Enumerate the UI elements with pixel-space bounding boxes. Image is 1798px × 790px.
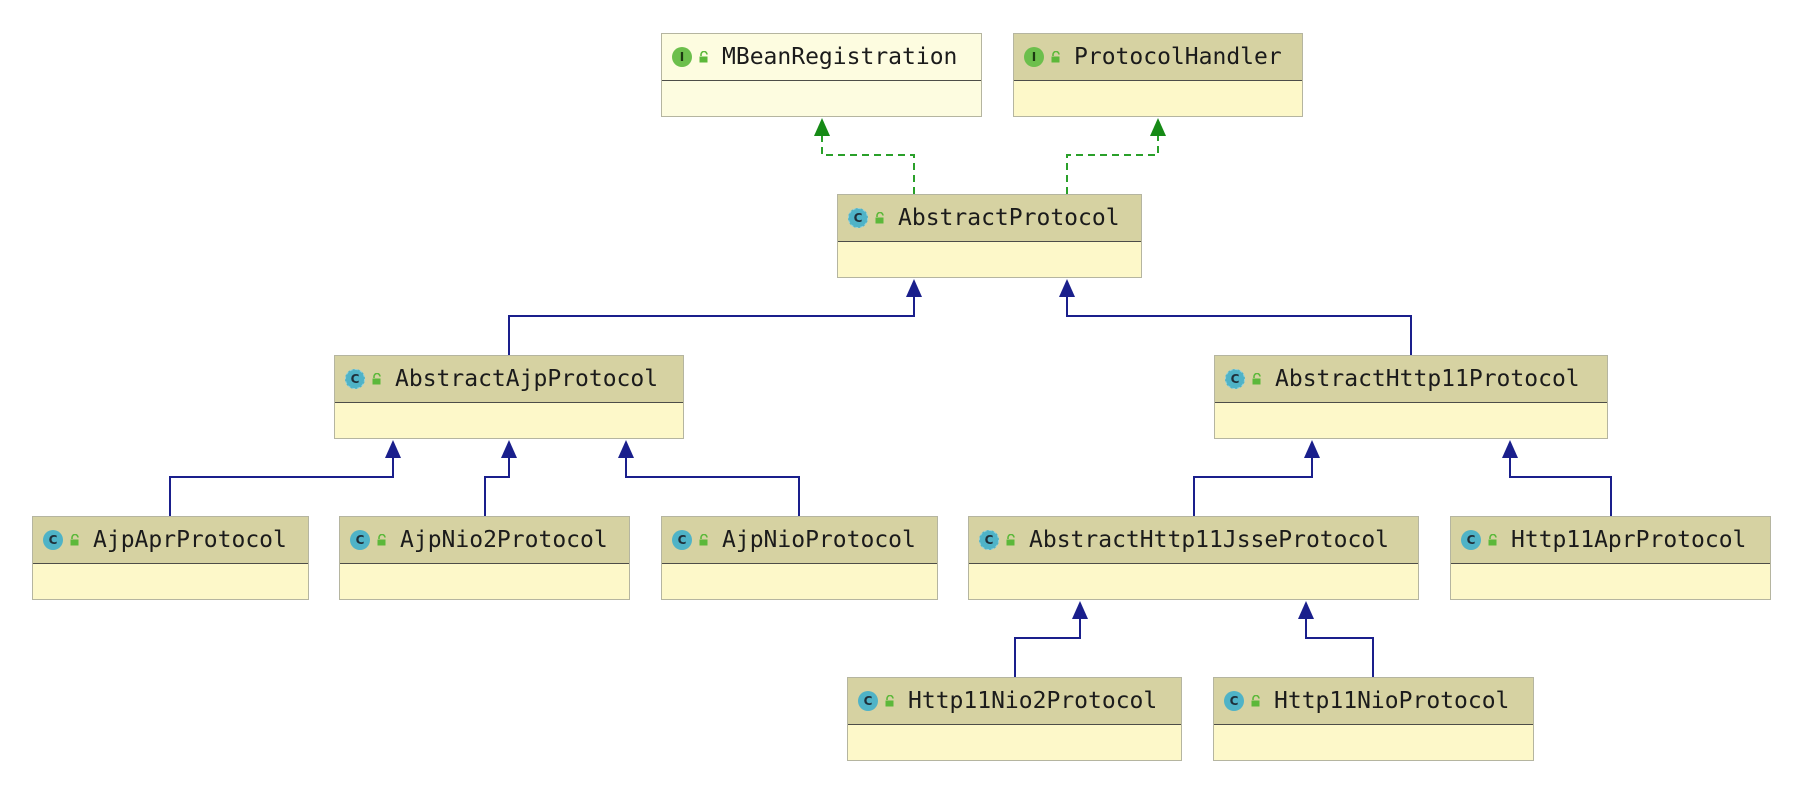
class-c-icon: C <box>345 369 365 389</box>
class-c-icon: C <box>1461 530 1481 550</box>
arrowhead-abstracthttp11jsseprotocol-to-abstracthttp11protocol <box>1304 440 1320 458</box>
arrowhead-abstractajpprotocol-to-abstractprotocol <box>906 279 922 297</box>
node-label: MBeanRegistration <box>722 44 958 70</box>
class-c-icon: C <box>43 530 63 550</box>
class-c-icon: C <box>979 530 999 550</box>
arrowhead-http11nio2protocol-to-abstracthttp11jsseprotocol <box>1072 601 1088 619</box>
edge-http11nio2protocol-to-abstracthttp11jsseprotocol <box>1014 619 1081 677</box>
node-label: Http11AprProtocol <box>1511 527 1747 553</box>
node-label: AbstractProtocol <box>898 205 1120 231</box>
public-access-icon <box>1251 695 1260 707</box>
node-body <box>1451 564 1770 599</box>
arrowhead-ajpnioprotocol-to-abstractajpprotocol <box>618 440 634 458</box>
node-header: C Http11AprProtocol <box>1451 517 1770 564</box>
edge-ajpaprprotocol-to-abstractajpprotocol <box>169 458 394 516</box>
public-access-icon <box>377 534 386 546</box>
node-body <box>335 403 683 438</box>
node-body <box>33 564 308 599</box>
node-abstractprotocol[interactable]: C AbstractProtocol <box>837 194 1142 278</box>
node-body <box>838 242 1141 277</box>
node-label: ProtocolHandler <box>1074 44 1282 70</box>
node-header: C AbstractHttp11JsseProtocol <box>969 517 1418 564</box>
node-body <box>1014 81 1302 116</box>
arrowhead-ajpaprprotocol-to-abstractajpprotocol <box>385 440 401 458</box>
edge-abstractprotocol-to-protocolhandler <box>1066 136 1159 194</box>
node-body <box>1215 403 1607 438</box>
public-access-icon <box>1051 51 1060 63</box>
arrowhead-abstracthttp11protocol-to-abstractprotocol <box>1059 279 1075 297</box>
node-body <box>340 564 629 599</box>
interface-i-icon: I <box>1024 47 1044 67</box>
node-label: AbstractAjpProtocol <box>395 366 659 392</box>
public-access-icon <box>372 373 381 385</box>
node-header: C AjpNioProtocol <box>662 517 937 564</box>
node-label: AjpNioProtocol <box>722 527 916 553</box>
node-body <box>848 725 1181 760</box>
public-access-icon <box>699 51 708 63</box>
node-body <box>1214 725 1533 760</box>
node-label: AjpNio2Protocol <box>400 527 608 553</box>
node-header: C AjpAprProtocol <box>33 517 308 564</box>
node-ajpnio2protocol[interactable]: C AjpNio2Protocol <box>339 516 630 600</box>
node-protocolhandler[interactable]: I ProtocolHandler <box>1013 33 1303 117</box>
node-http11aprprotocol[interactable]: C Http11AprProtocol <box>1450 516 1771 600</box>
arrowhead-http11aprprotocol-to-abstracthttp11protocol <box>1502 440 1518 458</box>
node-header: C Http11NioProtocol <box>1214 678 1533 725</box>
edge-abstracthttp11jsseprotocol-to-abstracthttp11protocol <box>1193 458 1313 516</box>
node-label: AbstractHttp11Protocol <box>1275 366 1580 392</box>
class-c-icon: C <box>1225 369 1245 389</box>
public-access-icon <box>1006 534 1015 546</box>
arrowhead-abstractprotocol-to-mbeanregistration <box>814 118 830 136</box>
node-ajpnioprotocol[interactable]: C AjpNioProtocol <box>661 516 938 600</box>
node-header: I ProtocolHandler <box>1014 34 1302 81</box>
edge-ajpnio2protocol-to-abstractajpprotocol <box>484 458 510 516</box>
public-access-icon <box>885 695 894 707</box>
node-abstracthttp11jsseprotocol[interactable]: C AbstractHttp11JsseProtocol <box>968 516 1419 600</box>
node-label: Http11Nio2Protocol <box>908 688 1158 714</box>
edge-ajpnioprotocol-to-abstractajpprotocol <box>625 458 800 516</box>
node-mbeanregistration[interactable]: I MBeanRegistration <box>661 33 982 117</box>
node-header: C AjpNio2Protocol <box>340 517 629 564</box>
public-access-icon <box>875 212 884 224</box>
public-access-icon <box>70 534 79 546</box>
edge-abstractajpprotocol-to-abstractprotocol <box>508 297 915 355</box>
arrowhead-http11nioprotocol-to-abstracthttp11jsseprotocol <box>1298 601 1314 619</box>
node-label: AbstractHttp11JsseProtocol <box>1029 527 1390 553</box>
interface-i-icon: I <box>672 47 692 67</box>
node-body <box>969 564 1418 599</box>
node-body <box>662 564 937 599</box>
edge-abstractprotocol-to-mbeanregistration <box>821 136 915 194</box>
class-c-icon: C <box>858 691 878 711</box>
public-access-icon <box>1252 373 1261 385</box>
node-header: C AbstractAjpProtocol <box>335 356 683 403</box>
node-label: AjpAprProtocol <box>93 527 287 553</box>
edge-http11nioprotocol-to-abstracthttp11jsseprotocol <box>1305 619 1374 677</box>
node-http11nio2protocol[interactable]: C Http11Nio2Protocol <box>847 677 1182 761</box>
node-abstractajpprotocol[interactable]: C AbstractAjpProtocol <box>334 355 684 439</box>
class-c-icon: C <box>848 208 868 228</box>
node-header: C AbstractProtocol <box>838 195 1141 242</box>
class-c-icon: C <box>1224 691 1244 711</box>
class-c-icon: C <box>350 530 370 550</box>
arrowhead-ajpnio2protocol-to-abstractajpprotocol <box>501 440 517 458</box>
node-header: C Http11Nio2Protocol <box>848 678 1181 725</box>
node-label: Http11NioProtocol <box>1274 688 1510 714</box>
node-http11nioprotocol[interactable]: C Http11NioProtocol <box>1213 677 1534 761</box>
node-ajpaprprotocol[interactable]: C AjpAprProtocol <box>32 516 309 600</box>
edge-abstracthttp11protocol-to-abstractprotocol <box>1066 297 1412 355</box>
class-c-icon: C <box>672 530 692 550</box>
public-access-icon <box>699 534 708 546</box>
node-body <box>662 81 981 116</box>
node-header: I MBeanRegistration <box>662 34 981 81</box>
node-abstracthttp11protocol[interactable]: C AbstractHttp11Protocol <box>1214 355 1608 439</box>
node-header: C AbstractHttp11Protocol <box>1215 356 1607 403</box>
arrowhead-abstractprotocol-to-protocolhandler <box>1150 118 1166 136</box>
public-access-icon <box>1488 534 1497 546</box>
edge-http11aprprotocol-to-abstracthttp11protocol <box>1509 458 1612 516</box>
